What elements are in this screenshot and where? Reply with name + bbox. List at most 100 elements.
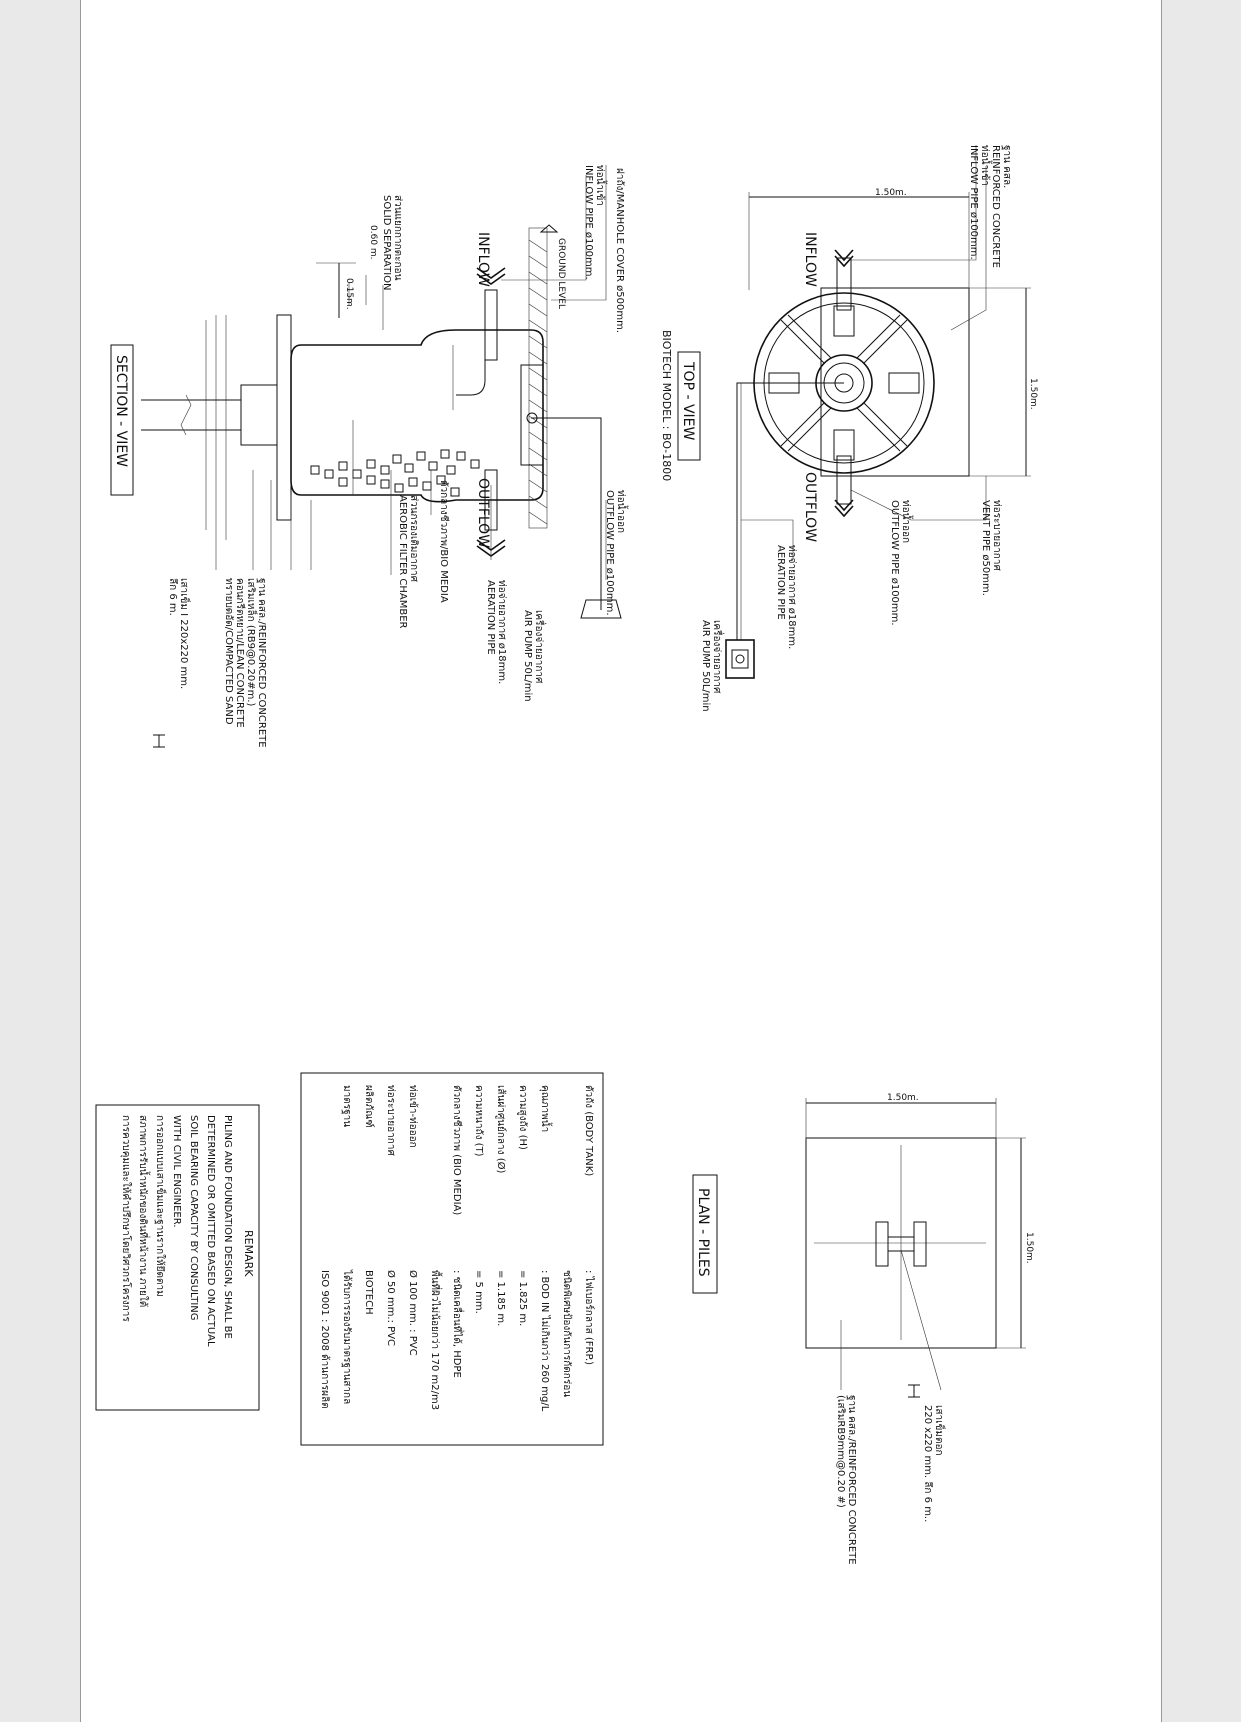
outflow-arrow [834, 499, 854, 518]
spec-row-label: ท่อระบายอากาศ [385, 1085, 396, 1156]
spec-row-label: ความหนาถัง (T) [473, 1085, 484, 1157]
section-view-title-box [110, 344, 134, 496]
aeration-pipe-line [736, 382, 844, 640]
inflow-arrow [834, 249, 854, 268]
section-label-aeration-en: AERATION PIPE [485, 580, 496, 655]
spec-row-label: ตัวกลางชีวภาพ (BIO MEDIA) [451, 1085, 463, 1215]
remark-line: การควบคุมและให้คำปรึกษาโดยวิศวกรโครงการ [120, 1115, 133, 1322]
spec-table: ตัวถัง (BODY TANK): ไฟเบอร์กลาส (FRP.)ชน… [319, 1085, 595, 1412]
label-aerobic-en: AEROBIC FILTER CHAMBER [397, 495, 408, 629]
section-label-pile: เสาเข็ม I 220x220 mm. [178, 578, 192, 689]
remark-line: PILING AND FOUNDATION DESIGN, SHALL BE [222, 1115, 233, 1339]
top-view-title-box [677, 351, 701, 461]
spec-row-label: เส้นผ่าศูนย์กลาง (Ø) [495, 1085, 507, 1174]
remark-box [95, 1104, 260, 1411]
remark-line: SOIL BEARING CAPACITY BY CONSULTING [188, 1115, 199, 1321]
spec-row-value: Ø 50 mm.: PVC [385, 1270, 397, 1346]
top-label-pump-th: เครื่องจ่ายอากาศ [711, 620, 725, 694]
manhole-riser [520, 364, 544, 466]
spec-row-label: ท่อเข้า-ท่อออก [407, 1085, 419, 1148]
spec-row-label: คุณภาพน้ำ [539, 1085, 553, 1132]
piles-base-square [805, 1137, 997, 1349]
plan-piles-title: PLAN - PILES [695, 1188, 711, 1277]
ground-level-label: GROUND LEVEL [556, 238, 566, 309]
section-label-inflow-en: INFLOW PIPE ø100mm. [583, 165, 594, 280]
air-pump-icon [735, 654, 745, 664]
label-aerobic-th: ส่วนกรองเติมอากาศ [408, 495, 419, 583]
spec-row-value: : ชนิดเคลื่อนที่ได้, HDPE [451, 1270, 465, 1378]
remark-line: WITH CIVIL ENGINEER. [171, 1115, 182, 1228]
label-biomedia: ตัวกลางชีวภาพ/BIO MEDIA [438, 480, 450, 603]
spec-row-label: ตัวถัง (BODY TANK) [583, 1085, 594, 1176]
plan-label-pile: เสาเข็มตอก [933, 1405, 947, 1456]
top-view [725, 145, 1031, 679]
section-outflow-label: OUTFLOW [475, 478, 491, 548]
remark-line: การออกแบบเสาเข็มและฐานรากให้ยึดตาม [154, 1115, 168, 1297]
section-pile-cap [240, 384, 278, 446]
spec-row-value: = 1.185 m. [495, 1270, 506, 1326]
top-outflow-label: OUTFLOW [802, 472, 818, 542]
remark-title: REMARK [242, 1230, 255, 1277]
spec-row-label: มาตรฐาน [341, 1085, 352, 1127]
top-view-title: TOP - VIEW [680, 361, 696, 441]
baffle-bottom [833, 429, 855, 461]
top-inflow-label: INFLOW [802, 232, 818, 287]
section-air-pump [580, 599, 622, 619]
remark-line: DETERMINED OR OMITTED BASED ON ACTUAL [205, 1115, 216, 1347]
top-view-base [820, 287, 970, 477]
top-label-pump-en: AIR PUMP 50L/min [700, 620, 711, 712]
air-pump-box [725, 639, 755, 679]
plan-label-rc: ฐาน คสล./REINFORCED CONCRETE [846, 1395, 857, 1565]
spec-row-value: ได้รับการรองรับมาตรฐานสากล [341, 1269, 353, 1404]
remark-line: สภาพการรับน้ำหนักของดินที่หน้างาน ภายใต้ [137, 1115, 151, 1307]
top-label-aeration-th: ท่อจ่ายอากาศ ø18mm. [786, 545, 797, 649]
spec-table-box [300, 1072, 604, 1446]
section-inflow-arrow [476, 267, 506, 285]
section-view [141, 165, 622, 619]
plan-piles-title-box [692, 1174, 718, 1294]
top-view-model: BIOTECH MODEL : BO-1800 [660, 330, 673, 481]
label-manhole: ฝาถัง/MANHOLE COVER ø500mm. [614, 168, 625, 333]
section-dim-060: 0.60 m. [368, 225, 378, 260]
spec-row-label: ผลิตภัณฑ์ [363, 1085, 375, 1128]
ground-hatch [528, 239, 548, 525]
spec-row-value: : ไฟเบอร์กลาส (FRP.) [583, 1270, 595, 1365]
section-label-sand: ทรายบดอัด/COMPACTED SAND [223, 578, 234, 725]
air-pump-inner [731, 649, 749, 669]
spec-row-value: = 5 mm. [473, 1270, 484, 1314]
spec-row-value: Ø 100 mm. : PVC [407, 1270, 419, 1356]
inflow-pipe [836, 257, 852, 311]
section-view-title: SECTION - VIEW [113, 355, 129, 467]
inflow-elbow [456, 360, 486, 396]
spec-row-value: = 1.825 m. [517, 1270, 528, 1326]
plan-pile-symbol-icon [908, 1384, 920, 1398]
spec-row-value: : BOD IN ไม่เกินกว่า 260 mg/L [539, 1270, 551, 1412]
spec-row-value: BIOTECH [363, 1270, 374, 1315]
spec-row-value: ISO 9001 : 2008 ด้านการผลิต [319, 1270, 331, 1409]
pile-symbol-icon [153, 734, 165, 748]
section-dim-015: 0.15m. [344, 278, 354, 310]
top-label-rc-en: REINFORCED CONCRETE [990, 145, 1001, 268]
bio-media [310, 449, 480, 497]
section-aeration-line [531, 417, 602, 610]
top-label-inflow-th: ท่อน้ำเข้า [979, 145, 993, 186]
top-label-outflow-th: ท่อน้ำออก [900, 500, 914, 543]
ground-level-marker [539, 224, 559, 233]
section-label-rc: ฐาน คสล./REINFORCED CONCRETE [256, 578, 267, 748]
piles-dim-height: 1.50m. [1024, 1232, 1034, 1264]
ground-band [528, 227, 548, 529]
section-label-outflow-en: OUTFLOW PIPE ø100mm. [604, 490, 615, 616]
section-label-aeration-th: ท่อจ่ายอากาศ ø18mm. [496, 580, 507, 684]
section-label-outflow-th: ท่อน้ำออก [615, 490, 629, 533]
top-dim-height: 1.50m. [1028, 378, 1038, 410]
section-label-inflow-th: ท่อน้ำเข้า [594, 165, 608, 206]
plan-label-pile-size: 220 x220 mm. ลึก 6 m.. [922, 1405, 934, 1522]
plan-piles [805, 1098, 1026, 1391]
drawing-sheet: 1.50m. 1.50m. ฐาน คสล. REINFORCED CONCRE… [80, 0, 1162, 1722]
section-base-slab [276, 314, 292, 521]
spec-row-label: ความสูงถัง (H) [517, 1085, 528, 1150]
top-label-vent-th: ท่อระบายอากาศ [991, 500, 1002, 571]
piles-dim-width: 1.50m. [887, 1093, 919, 1103]
top-dim-width: 1.50m. [875, 188, 907, 198]
section-label-pump-th: เครื่องจ่ายอากาศ [533, 610, 547, 684]
